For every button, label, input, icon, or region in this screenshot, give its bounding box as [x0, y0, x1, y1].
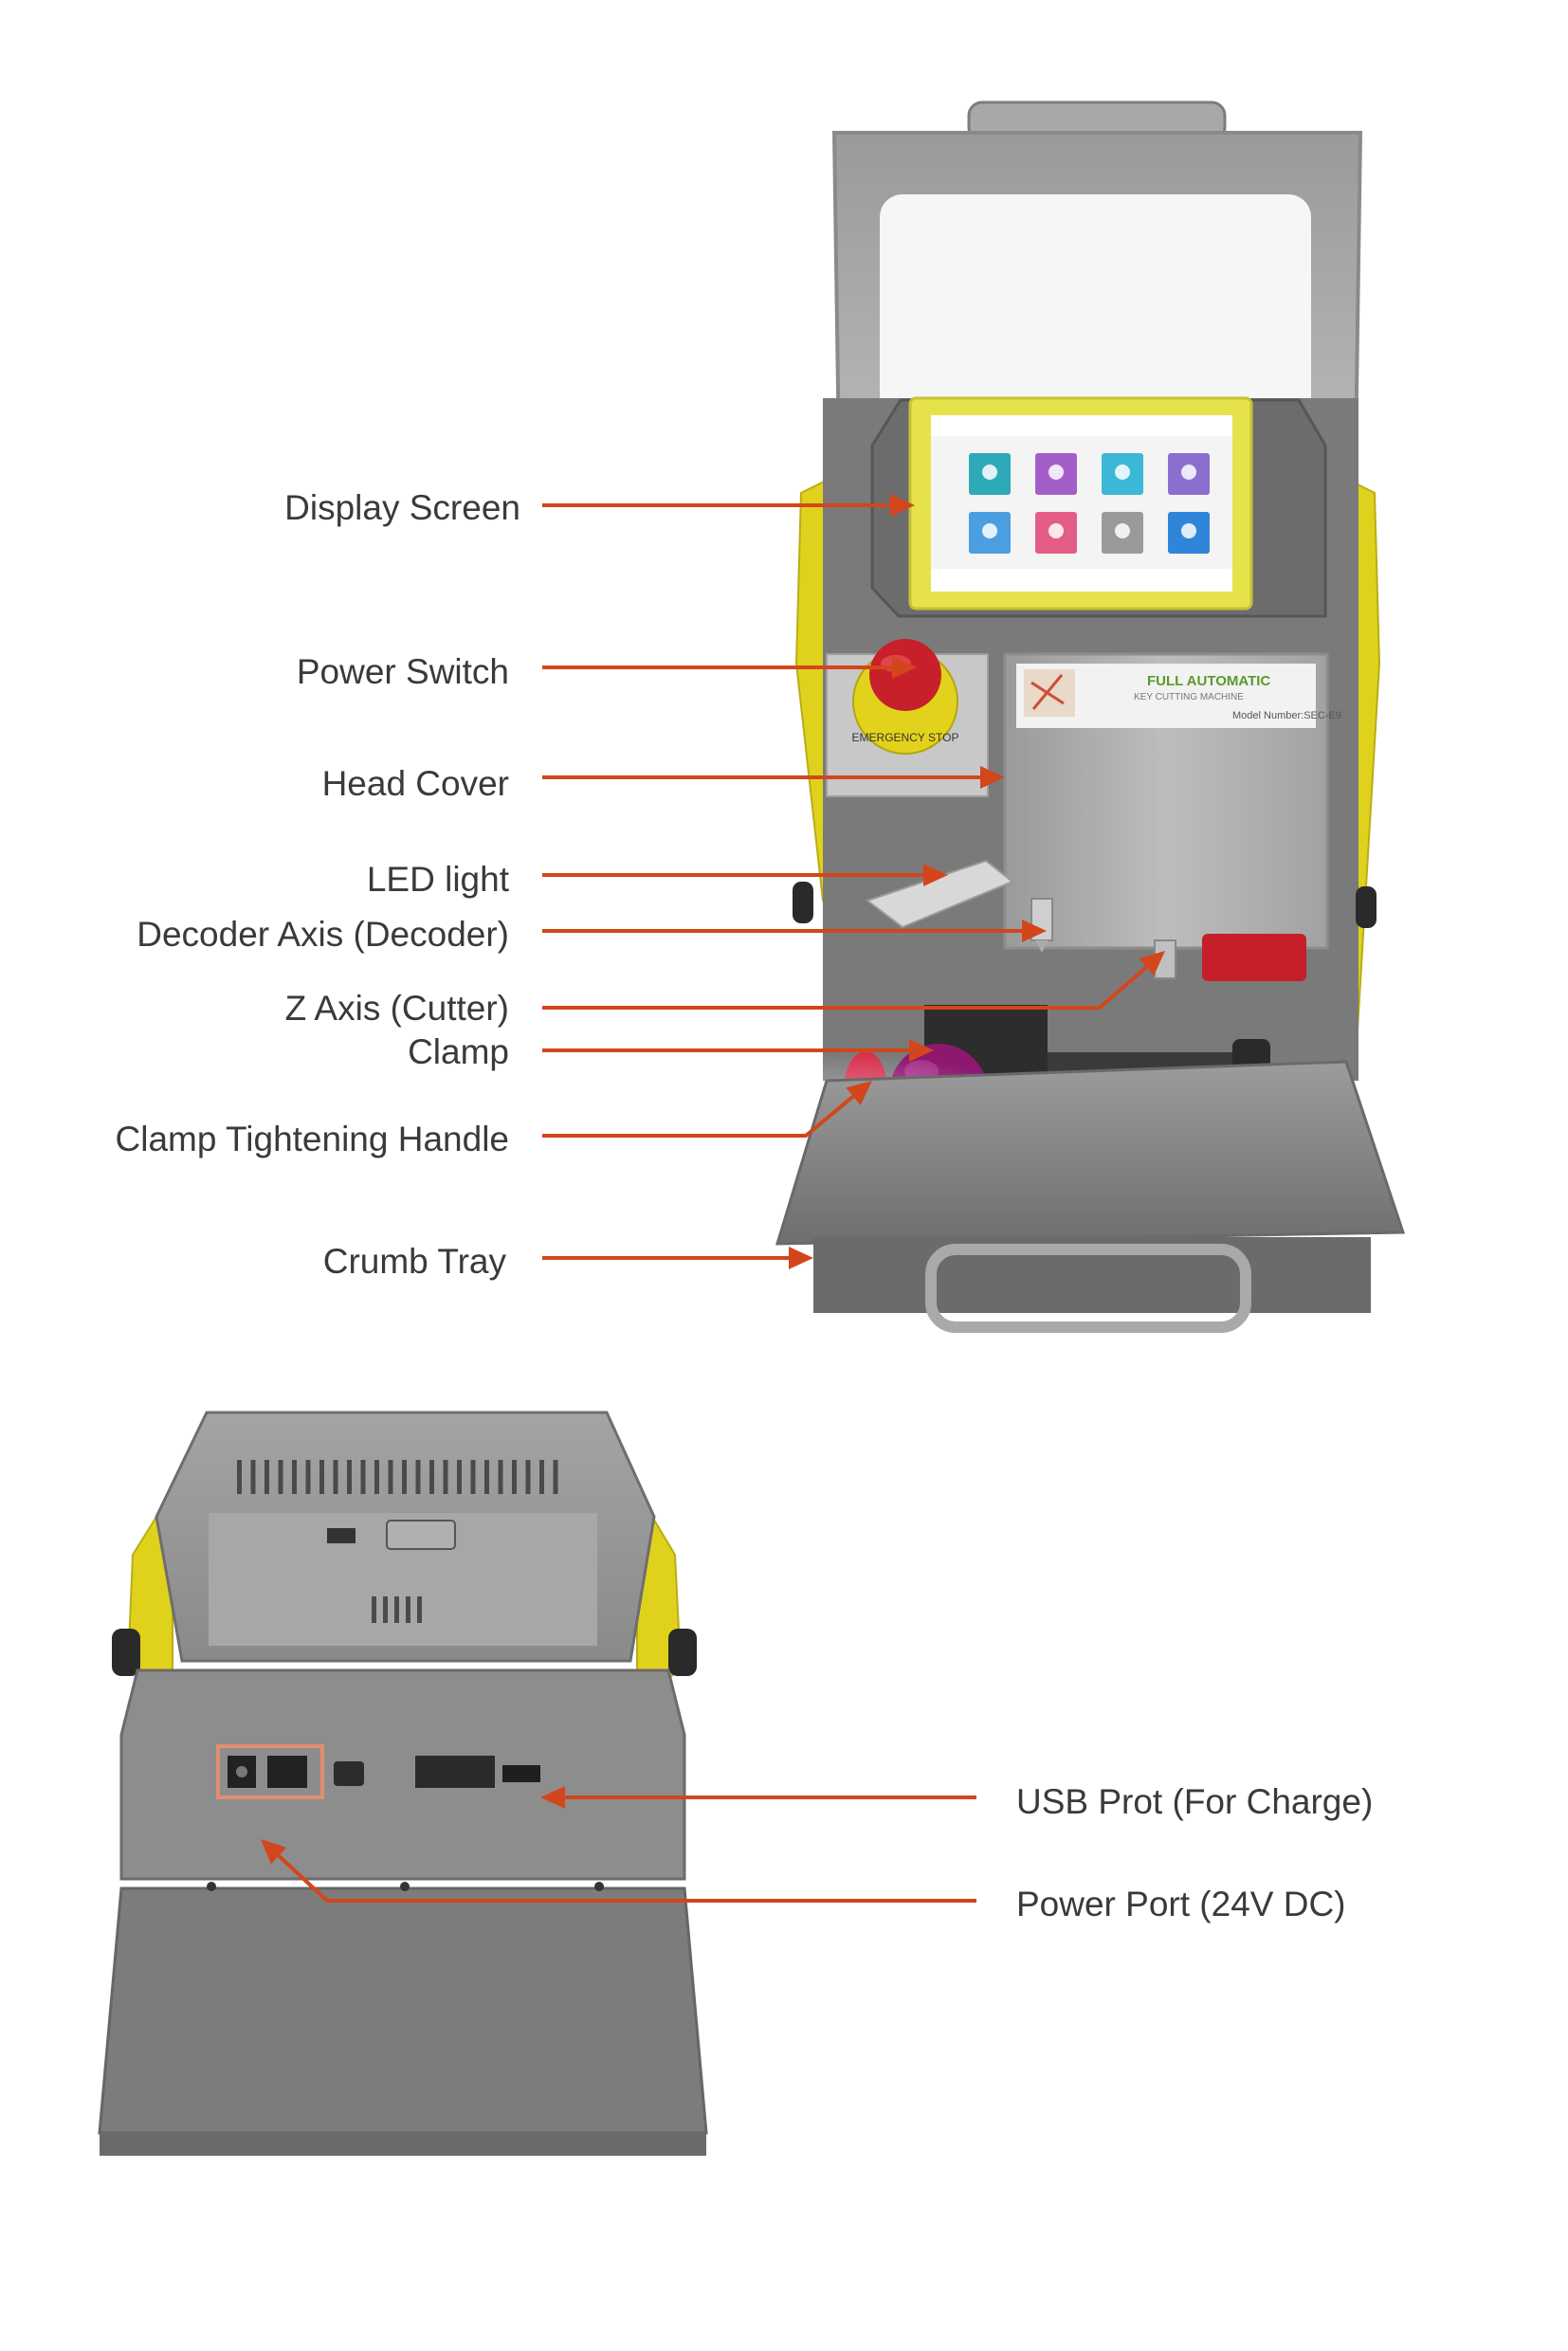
crumb-tray: [775, 1060, 1406, 1246]
shield-window: [880, 194, 1311, 446]
label-clamp-handle: Clamp Tightening Handle: [115, 1120, 509, 1158]
label-head-cover: Head Cover: [321, 764, 509, 803]
cutter-motor: [1202, 934, 1306, 981]
arrow-usb-port: [540, 1786, 976, 1809]
label-power-switch: Power Switch: [296, 652, 509, 691]
label-crumb-tray: Crumb Tray: [322, 1242, 506, 1281]
arrow-led-light: [542, 864, 948, 886]
serial-port-top: [386, 1520, 456, 1550]
arrow-decoder-axis: [542, 920, 1047, 942]
tray-handle: [925, 1244, 1251, 1333]
label-usb-port: USB Prot (For Charge): [1016, 1782, 1374, 1821]
arrow-z-axis: [542, 951, 1165, 1010]
display-screen: [908, 396, 1253, 611]
small-vent: [372, 1596, 422, 1623]
arrow-power-port: [261, 1839, 976, 1903]
back-lower-body: [119, 1668, 686, 1881]
side-knob-left: [793, 882, 813, 923]
arrow-crumb-tray: [542, 1247, 813, 1269]
emergency-stop-button: EMERGENCY STOP: [852, 639, 959, 755]
arrow-display-screen: [542, 494, 915, 517]
front-view: EMERGENCY STOP FULL AUTOMATIC KEY CUTTIN…: [711, 100, 1406, 1333]
usb-port: [502, 1765, 540, 1782]
head-cover: FULL AUTOMATIC KEY CUTTING MACHINE Model…: [1003, 652, 1341, 950]
label-z-axis: Z Axis (Cutter): [284, 989, 509, 1028]
label-decoder-axis: Decoder Axis (Decoder): [137, 915, 509, 954]
back-base: [98, 1886, 708, 2135]
callout-arrows: [261, 494, 1165, 1903]
power-port-highlight: [216, 1744, 324, 1799]
arrow-clamp-handle: [542, 1081, 872, 1138]
label-power-port: Power Port (24V DC): [1016, 1885, 1346, 1923]
usb-port-top: [327, 1528, 356, 1543]
side-knob-right: [1356, 886, 1377, 928]
usb-b-port: [334, 1761, 364, 1786]
back-view: [98, 1411, 708, 2156]
vent-grille: [237, 1460, 558, 1494]
arrow-clamp: [542, 1039, 934, 1062]
power-port: [267, 1756, 307, 1788]
arrow-head-cover: [542, 766, 1005, 789]
estop-text: EMERGENCY STOP: [852, 731, 959, 744]
label-display-screen: Display Screen: [284, 488, 520, 527]
arrow-power-switch: [542, 656, 917, 679]
led-light: [865, 859, 1014, 929]
label-clamp: Clamp: [408, 1032, 509, 1071]
head-label-subtitle: KEY CUTTING MACHINE: [1134, 692, 1244, 702]
serial-port: [415, 1756, 495, 1788]
head-label-model: Model Number:SEC-E9: [1232, 710, 1341, 721]
label-led-light: LED light: [366, 860, 509, 899]
head-label-title: FULL AUTOMATIC: [1147, 673, 1270, 689]
